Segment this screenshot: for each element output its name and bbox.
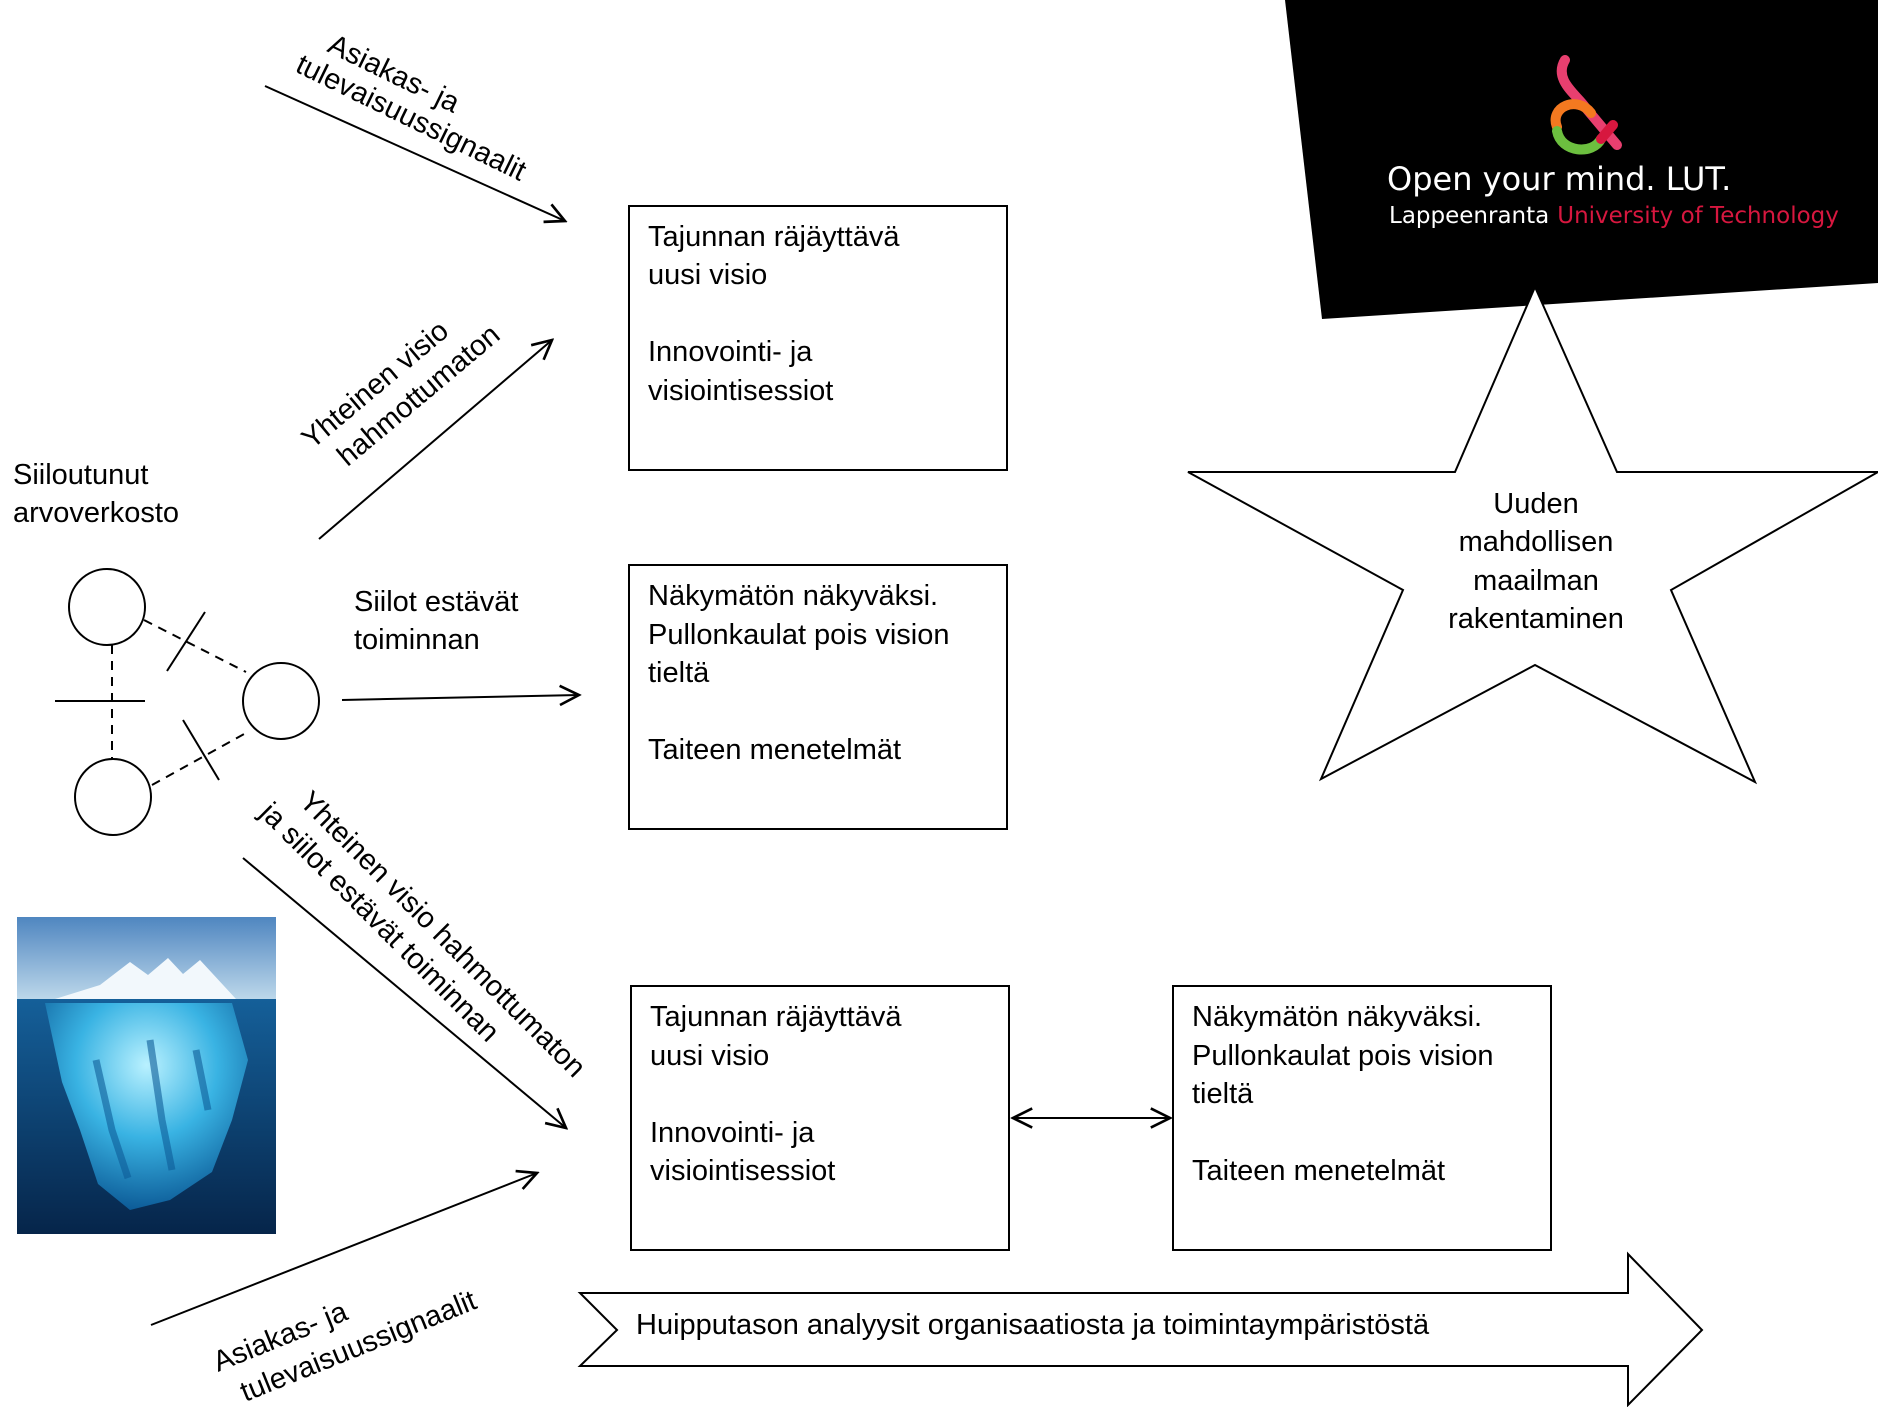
- silo-barrier-top: [166, 611, 206, 672]
- big-arrow-label: Huipputason analyysit organisaatiosta ja…: [636, 1309, 1430, 1341]
- star-text-line1: Uuden: [1493, 488, 1578, 520]
- box-bottom-left-vision: Tajunnan räjäyttävä uusi visio Innovoint…: [630, 985, 1010, 1251]
- big-analysis-arrow: Huipputason analyysit organisaatiosta ja…: [577, 1251, 1704, 1407]
- arrow-combined-label-line2: ja siilot estävät toiminnan: [253, 796, 505, 1048]
- box-top-line3: Innovointi- ja: [648, 336, 813, 368]
- box-middle-line3: tieltä: [648, 657, 710, 689]
- ampersand-logo-icon: [1550, 55, 1622, 155]
- arrow-combined-line: [242, 857, 566, 1128]
- arrow-combined: Yhteinen visio hahmottumaton ja siilot e…: [242, 785, 592, 1128]
- siloed-network: Siiloutunut arvoverkosto: [13, 459, 320, 836]
- logo-subtitle-city: Lappeenranta: [1389, 203, 1549, 229]
- box-middle-line4: Taiteen menetelmät: [648, 734, 901, 766]
- box-bottom-right-visibility: Näkymätön näkyväksi. Pullonkaulat pois v…: [1172, 985, 1552, 1251]
- lut-logo[interactable]: Open your mind. LUT. Lappeenranta Univers…: [1285, 0, 1878, 319]
- box-bottom-left-line3: Innovointi- ja: [650, 1117, 815, 1149]
- big-arrow-shape: [577, 1251, 1704, 1407]
- arrow-silos-label-line2: toiminnan: [354, 624, 480, 656]
- box-middle-line1: Näkymätön näkyväksi.: [648, 580, 938, 612]
- network-title-line1: Siiloutunut: [13, 459, 148, 491]
- logo-slogan: Open your mind. LUT.: [1387, 160, 1731, 198]
- network-node-top: [68, 568, 146, 646]
- arrow-combined-label-line1: Yhteinen visio hahmottumaton: [293, 785, 591, 1083]
- network-node-right: [242, 662, 320, 740]
- silo-barrier-bottom: [182, 719, 220, 781]
- star-shape: Uuden mahdollisen maailman rakentaminen: [1187, 284, 1878, 785]
- arrow-bottom-signals-line: [150, 1173, 537, 1326]
- box-bottom-right-line3: tieltä: [1192, 1078, 1254, 1110]
- box-bottom-right-line1: Näkymätön näkyväksi.: [1192, 1001, 1482, 1033]
- star-outline: [1187, 284, 1878, 785]
- arrow-top-signals-line: [264, 85, 565, 221]
- arrow-silos: Siilot estävät toiminnan: [341, 586, 579, 700]
- logo-subtitle: Lappeenranta University of Technology: [1389, 203, 1839, 229]
- star-text-line4: rakentaminen: [1448, 603, 1624, 635]
- arrow-vision: Yhteinen visio hahmottumaton: [296, 315, 552, 540]
- network-node-bottom: [74, 758, 152, 836]
- box-top-line4: visiointisessiot: [648, 375, 833, 407]
- iceberg-image: [17, 917, 276, 1234]
- star-text-line2: mahdollisen: [1459, 526, 1614, 558]
- box-bottom-right-frame: [1172, 985, 1552, 1251]
- box-middle-frame: [628, 564, 1008, 830]
- arrow-top-signals: Asiakas- ja tulevaisuussignaalit: [264, 29, 565, 221]
- box-bottom-right-line4: Taiteen menetelmät: [1192, 1155, 1445, 1187]
- network-title-line2: arvoverkosto: [13, 497, 179, 529]
- box-bottom-left-line2: uusi visio: [650, 1040, 769, 1072]
- logo-black-banner: [1285, 0, 1878, 319]
- box-top-frame: [628, 205, 1008, 471]
- arrow-silos-line: [341, 695, 579, 700]
- box-middle-line2: Pullonkaulat pois vision: [648, 619, 949, 651]
- star-text-line3: maailman: [1473, 565, 1599, 597]
- box-bottom-right-line2: Pullonkaulat pois vision: [1192, 1040, 1493, 1072]
- box-top-line2: uusi visio: [648, 259, 767, 291]
- box-bottom-left-line4: visiointisessiot: [650, 1155, 835, 1187]
- network-link-top: [143, 619, 247, 673]
- box-top-line1: Tajunnan räjäyttävä: [648, 221, 900, 253]
- logo-subtitle-university: University of Technology: [1557, 203, 1839, 229]
- box-bottom-left-frame: [630, 985, 1010, 1251]
- box-top-vision: Tajunnan räjäyttävä uusi visio Innovoint…: [628, 205, 1008, 471]
- network-link-bottom: [151, 732, 247, 786]
- box-middle-visibility: Näkymätön näkyväksi. Pullonkaulat pois v…: [628, 564, 1008, 830]
- box-bottom-left-line1: Tajunnan räjäyttävä: [650, 1001, 902, 1033]
- arrow-vision-line: [318, 340, 552, 540]
- arrow-silos-label-line1: Siilot estävät: [354, 586, 518, 618]
